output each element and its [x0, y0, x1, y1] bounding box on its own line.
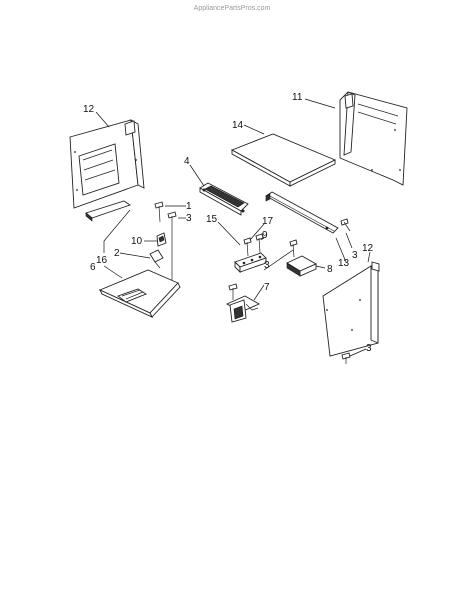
- part-7-switch[interactable]: [226, 295, 260, 323]
- part-1-screw[interactable]: [154, 201, 164, 223]
- part-3-screw-bottom[interactable]: [341, 352, 351, 364]
- callout-12-top-left: 12: [83, 104, 95, 115]
- part-14-top-cover[interactable]: [230, 133, 337, 187]
- part-10-clip[interactable]: [156, 232, 167, 247]
- callout-2: 2: [114, 248, 120, 259]
- callout-9: 9: [262, 230, 268, 241]
- callout-15: 15: [206, 214, 218, 225]
- part-2-bracket[interactable]: [149, 249, 164, 269]
- callout-16: 16: [96, 255, 108, 266]
- part-15-terminal-block[interactable]: [234, 252, 267, 274]
- part-11-right-rear-panel[interactable]: [339, 91, 408, 186]
- part-13-bracket-rail[interactable]: [265, 191, 339, 234]
- callout-8: 8: [327, 264, 333, 275]
- callout-14: 14: [232, 120, 244, 131]
- part-9-screw[interactable]: [255, 233, 264, 254]
- callout-11: 11: [292, 92, 303, 103]
- part-12-left-side-panel[interactable]: [69, 119, 145, 209]
- leader-lines: [95, 98, 371, 357]
- callout-13: 13: [338, 258, 350, 269]
- callout-labels: 12 11 14 4 1 3 10 15 17 9 2 16 6 3 13 12…: [83, 92, 374, 354]
- part-3-screw-lower[interactable]: [228, 283, 238, 300]
- callout-4: 4: [184, 156, 190, 167]
- callout-1: 1: [186, 201, 192, 212]
- callout-17: 17: [262, 216, 274, 227]
- callout-3-right-rail: 3: [352, 250, 358, 261]
- callout-7: 7: [264, 282, 270, 293]
- part-3-screw-left[interactable]: [167, 211, 177, 280]
- part-6-bottom-plate[interactable]: [98, 269, 181, 318]
- part-16-trim-strip[interactable]: [85, 200, 132, 222]
- part-12-right-side-panel[interactable]: [322, 261, 380, 357]
- callout-6: 6: [90, 262, 96, 273]
- callout-3-center: 3: [264, 260, 270, 271]
- part-8-thermostat[interactable]: [286, 255, 318, 277]
- part-17-screw[interactable]: [243, 237, 252, 257]
- part-3-screw-rail[interactable]: [340, 218, 351, 232]
- callout-3-upper-left: 3: [186, 213, 192, 224]
- callout-3-bottom: 3: [366, 343, 372, 354]
- callout-10: 10: [131, 236, 143, 247]
- callout-12-lower-right: 12: [362, 243, 374, 254]
- part-4-heating-element[interactable]: [199, 182, 249, 216]
- watermark-text: AppliancePartsPros.com: [194, 5, 271, 12]
- part-3-screw-center[interactable]: [289, 239, 298, 258]
